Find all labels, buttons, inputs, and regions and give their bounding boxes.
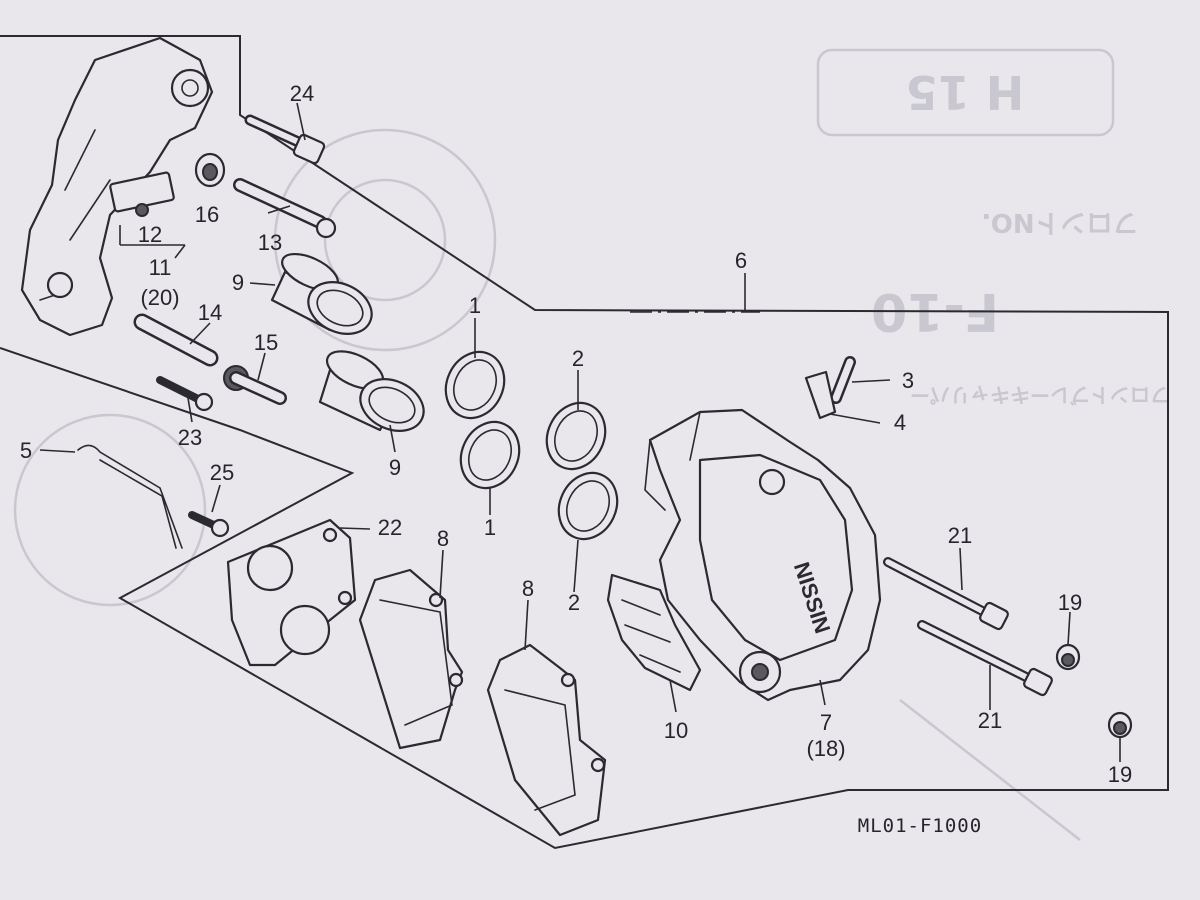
ghost-hub [323,178,447,302]
seal-2-lower [557,471,619,541]
pin-21-lower [917,620,1053,697]
pad-8-left [358,568,464,750]
brace-11 [119,225,185,246]
callout-8-left: 8 [437,526,449,551]
callout-3: 3 [902,368,914,393]
caliper-assembly-frame [0,35,1169,850]
callout-2-upper: 2 [572,346,584,371]
callout-12: 12 [138,222,162,247]
callout-7: 7 [820,710,832,735]
sleeve-14 [133,313,219,367]
callout-4: 4 [894,410,906,435]
seal-1-lower [459,420,521,490]
pin-13 [233,178,337,239]
callout-25: 25 [210,460,234,485]
callout-1-lower: 1 [484,515,496,540]
bolt-23 [156,376,214,412]
pad-spring-5 [77,444,183,549]
callout-18: (18) [806,736,845,761]
callout-21-upper: 21 [948,523,972,548]
label-no-text: フロントNO. [981,207,1138,237]
bleed-through-layer: H 15 フロントNO. F-10 フロントブレーキキャリパー [13,48,1170,841]
callout-14: 14 [198,300,222,325]
callout-23: 23 [178,425,202,450]
section-badge-text: H 15 [906,65,1025,119]
shim-10 [606,573,702,692]
callout-6: 6 [735,248,747,273]
pin-21-upper [883,557,1009,631]
callout-2-lower: 2 [568,590,580,615]
subtitle-text: フロントブレーキキャリパー [910,383,1170,407]
section-badge-ghost [816,48,1115,137]
seal-2-upper [545,401,607,471]
drawing-code: ML01-F1000 [858,815,982,837]
cap-19-lower [1107,711,1133,739]
callout-24: 24 [290,81,314,106]
piston-9-lower [318,350,425,432]
group-frames [0,35,1169,850]
leader-lines [39,102,1121,762]
piston-9-upper [270,252,373,335]
callout-16: 16 [195,202,219,227]
bolt-25 [188,511,230,538]
callout-19-lower: 19 [1108,762,1132,787]
callout-21-lower: 21 [978,708,1002,733]
pad-retainer-22 [226,518,357,667]
cap-19-upper [1055,643,1081,671]
callout-9-upper: 9 [232,270,244,295]
callout-1-upper: 1 [469,293,481,318]
callout-labels: 24 16 12 13 11 (20) 9 14 15 23 9 5 25 22… [20,81,1132,787]
bleeder-valve-3 [830,356,856,404]
caliper-bracket [20,36,214,337]
seal-1-upper [444,350,506,420]
pad-8-right [486,643,607,837]
ghost-disc [273,128,497,352]
nut-16 [194,152,226,188]
callout-11: 11 [149,255,172,280]
callout-15: 15 [254,330,278,355]
callout-5: 5 [20,438,32,463]
bolt-24 [244,114,326,165]
bleeder-cap-4 [804,370,837,420]
bolt-15 [223,365,287,405]
callout-8-right: 8 [522,576,534,601]
callout-22: 22 [378,515,402,540]
callout-10: 10 [664,718,688,743]
callout-20: (20) [140,285,179,310]
caliper-body-7: NISSIN [644,408,882,702]
ghost-wheel [13,413,207,607]
callout-19-upper: 19 [1058,590,1082,615]
ghost-shaft [899,699,1081,841]
callout-13: 13 [258,230,282,255]
callout-9-lower: 9 [389,455,401,480]
